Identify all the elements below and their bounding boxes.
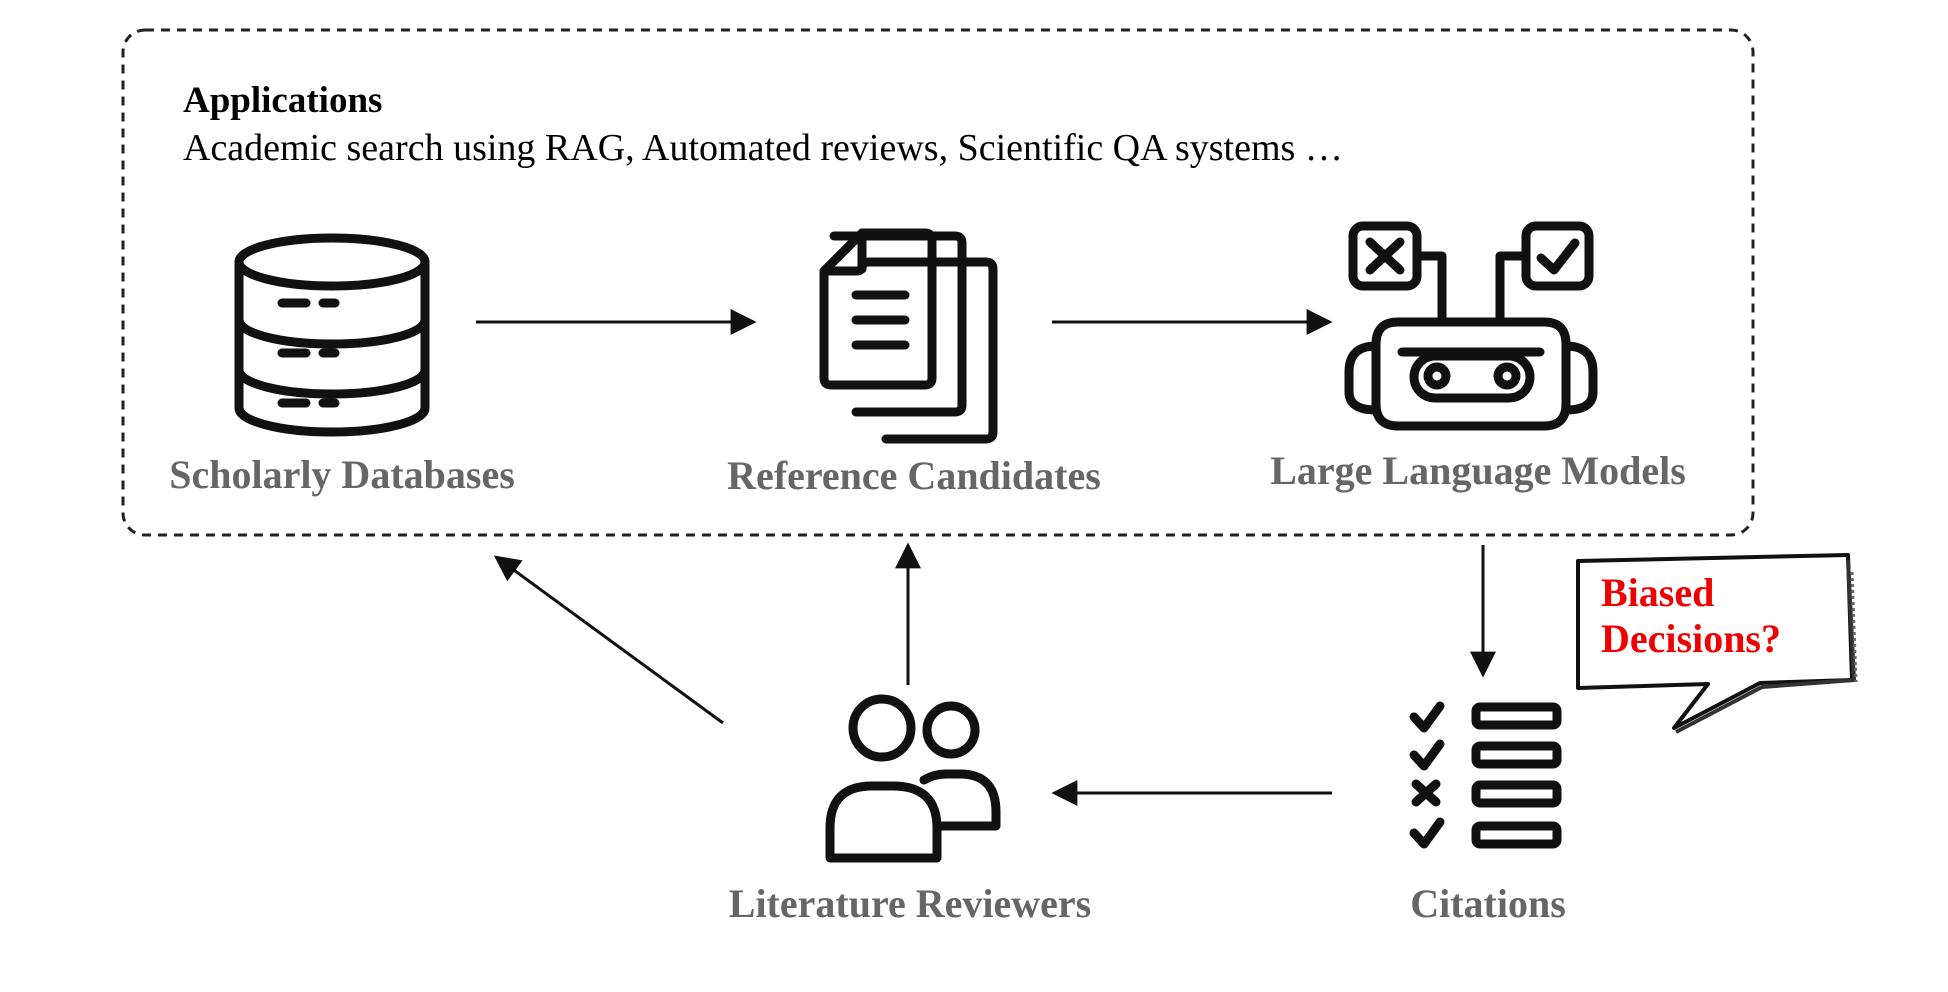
bubble-text-line2: Decisions? [1601, 616, 1781, 661]
arrow-reviewers-to-databases [493, 555, 724, 725]
checklist-icon [1409, 701, 1562, 849]
scholarly-databases-label: Scholarly Databases [169, 452, 515, 497]
speech-bubble [1576, 553, 1858, 734]
robot-icon [1344, 221, 1598, 431]
applications-title: Applications [183, 80, 382, 121]
citations-label: Citations [1410, 881, 1566, 926]
applications-description: Academic search using RAG, Automated rev… [183, 127, 1343, 169]
bubble-text-line1: Biased [1601, 570, 1714, 615]
applications-box [121, 28, 1755, 537]
reference-candidates-label: Reference Candidates [727, 453, 1101, 498]
database-icon [234, 233, 430, 437]
people-icon [825, 694, 1001, 863]
documents-icon [819, 228, 998, 444]
large-language-models-label: Large Language Models [1270, 448, 1686, 493]
literature-reviewers-label: Literature Reviewers [729, 881, 1091, 926]
